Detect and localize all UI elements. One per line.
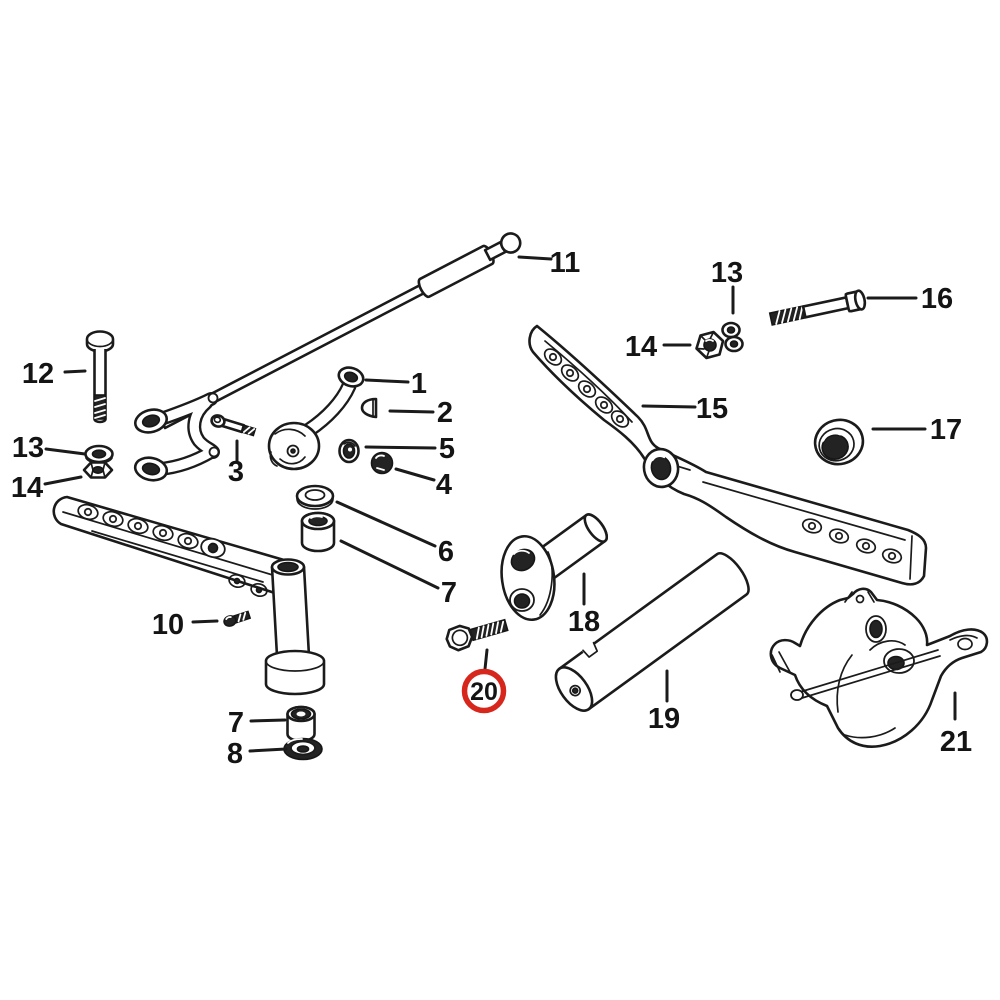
part-2-half-washer [360,397,378,419]
part-label-13-top: 13 [711,257,743,289]
part-14-top-nut [695,330,725,360]
part-12-bolt [85,330,115,424]
leader-part-2 [388,409,435,414]
part-label-11: 11 [550,247,581,279]
leader-part-10 [191,619,219,624]
leader-lines [43,255,957,753]
part-13-top-washers [721,321,744,353]
part-label-14-left: 14 [11,472,43,504]
part-labels: 1 2 3 4 5 6 7 7 8 10 11 12 13 14 13 14 1… [11,247,972,770]
part-label-16: 16 [921,283,953,315]
part-label-19: 19 [648,703,680,735]
part-label-17: 17 [930,414,962,446]
part-label-8: 8 [227,738,243,770]
part-label-6: 6 [438,536,454,568]
part-10-screw [223,610,252,627]
part-label-7-mid: 7 [441,577,457,609]
part-1-arm [267,366,365,471]
part-7-bushing-bottom [286,705,316,743]
part-label-13-left: 13 [12,432,44,464]
highlight-circle-icon [461,668,507,714]
part-label-21: 21 [940,726,972,758]
part-14-left-nut [82,461,114,479]
leader-part-20 [483,648,489,671]
part-21-bracket [769,587,989,748]
leader-part-1 [364,378,410,384]
part-8-washer [283,737,323,761]
part-15-anchor-arm [528,324,928,586]
leader-part-4 [394,467,436,482]
part-label-10: 10 [152,609,184,641]
part-4-nut [370,451,394,475]
part-label-15: 15 [696,393,728,425]
leader-part-12 [63,369,87,374]
lever-bar-assembly [52,495,326,696]
part-label-2: 2 [437,397,453,429]
highlight-callout-part-20: 20 [461,668,507,714]
part-6-seal-ring [295,484,335,510]
part-label-3: 3 [228,456,244,488]
part-label-18: 18 [568,606,600,638]
leader-part-8 [248,747,288,753]
part-19-pivot-tube [554,552,750,712]
part-label-20: 20 [470,678,498,706]
leader-part-7-mid [339,539,440,590]
part-label-14-top: 14 [625,331,657,363]
part-13-left-lock-washer [84,444,114,464]
leader-part-14-left [43,475,83,486]
part-label-12: 12 [22,358,54,390]
leader-part-13-left [44,447,87,456]
part-17-bushing [813,418,865,466]
part-label-1: 1 [411,368,427,400]
part-18-flanged-bushing [500,513,609,622]
fork-clevis [133,394,219,482]
part-label-4: 4 [436,469,452,501]
part-20-bolt [445,618,509,652]
part-7-bushing-middle [300,511,336,553]
leader-part-7-bottom [249,718,287,723]
leader-part-5 [364,445,437,450]
part-label-5: 5 [439,433,455,465]
leader-part-11 [517,255,553,261]
part-5-grommet [338,438,360,464]
part-16-bolt [768,289,867,326]
part-3-pin [210,414,257,437]
part-label-7-bottom: 7 [228,707,244,739]
leader-part-15 [641,404,697,409]
leader-part-6 [335,500,437,548]
